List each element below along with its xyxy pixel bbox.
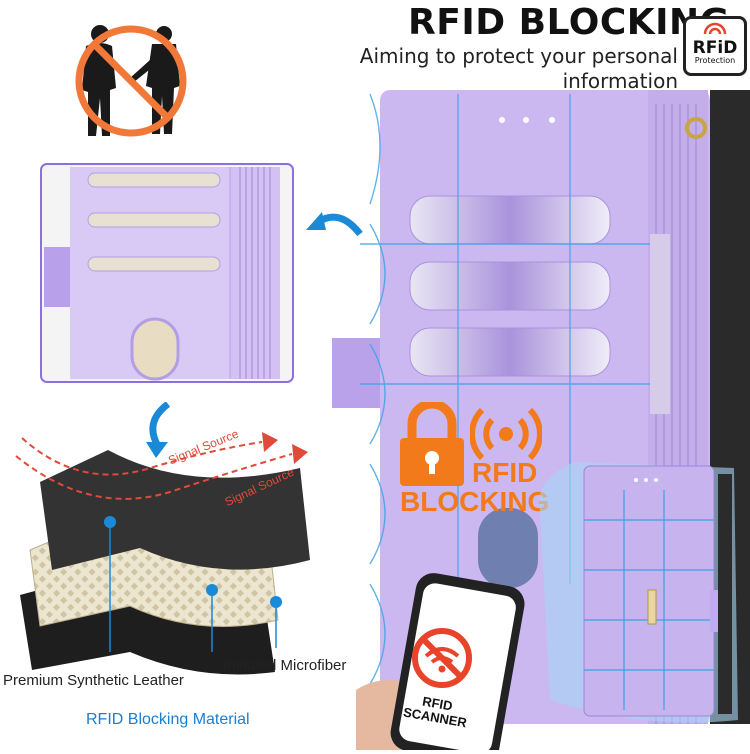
rfid-overlay-line-1: RFID: [472, 457, 538, 488]
curved-arrow-icon: [304, 206, 364, 242]
badge-caption: Protection: [694, 56, 736, 65]
thief-forbidden-icon: [66, 16, 196, 146]
rfid-badge-icon: RFiD Protection: [683, 16, 747, 76]
curved-arrow-icon: [140, 401, 176, 458]
wallet-interior-image: [40, 163, 294, 383]
label-microfiber: Imitated Microfiber: [223, 657, 347, 674]
label-material: RFID Blocking Material: [86, 711, 250, 728]
page-title: RFID BLOCKING: [408, 2, 730, 43]
no-wifi-icon: [410, 626, 474, 690]
label-leather: Premium Synthetic Leather: [3, 672, 184, 689]
wallet-closed-image: [524, 450, 748, 740]
subtitle-line-1: Aiming to protect your personal informat…: [359, 44, 678, 93]
badge-title: RFiD: [692, 38, 738, 58]
layers-illustration: [0, 420, 345, 690]
blocking-overlay-text: BLOCKING: [400, 486, 550, 517]
rfid-overlay-text: RFID: [472, 457, 538, 488]
padlock-icon: [398, 399, 466, 488]
wireless-signal-icon: [469, 406, 543, 462]
